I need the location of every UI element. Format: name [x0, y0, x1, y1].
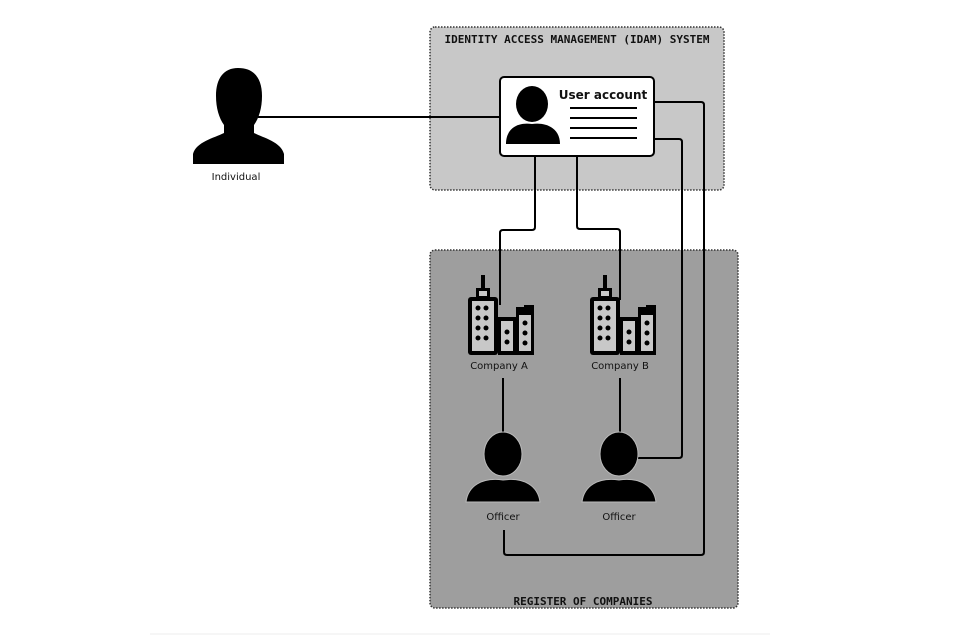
officer-a-person-icon	[465, 431, 541, 503]
individual-label: Individual	[212, 172, 261, 183]
user-account-person-icon	[506, 86, 560, 144]
user-account-card: User account	[499, 76, 655, 157]
connector-account-company-b	[576, 156, 621, 300]
individual-person-icon	[193, 68, 284, 164]
officer-b-person-icon	[581, 431, 657, 503]
user-account-label: User account	[559, 88, 648, 102]
connector-account-officer-a	[503, 101, 705, 556]
company-b-label: Company B	[591, 361, 649, 372]
register-title: REGISTER OF COMPANIES	[513, 595, 652, 608]
officer-a-label: Officer	[486, 512, 520, 523]
account-detail-lines	[570, 107, 637, 139]
connector-account-officer-b	[636, 138, 683, 459]
connector-account-company-a	[499, 156, 536, 305]
company-a-label: Company A	[470, 361, 528, 372]
connectors	[258, 101, 705, 556]
idam-system-title: IDENTITY ACCESS MANAGEMENT (IDAM) SYSTEM	[445, 33, 710, 46]
officer-b-label: Officer	[602, 512, 636, 523]
